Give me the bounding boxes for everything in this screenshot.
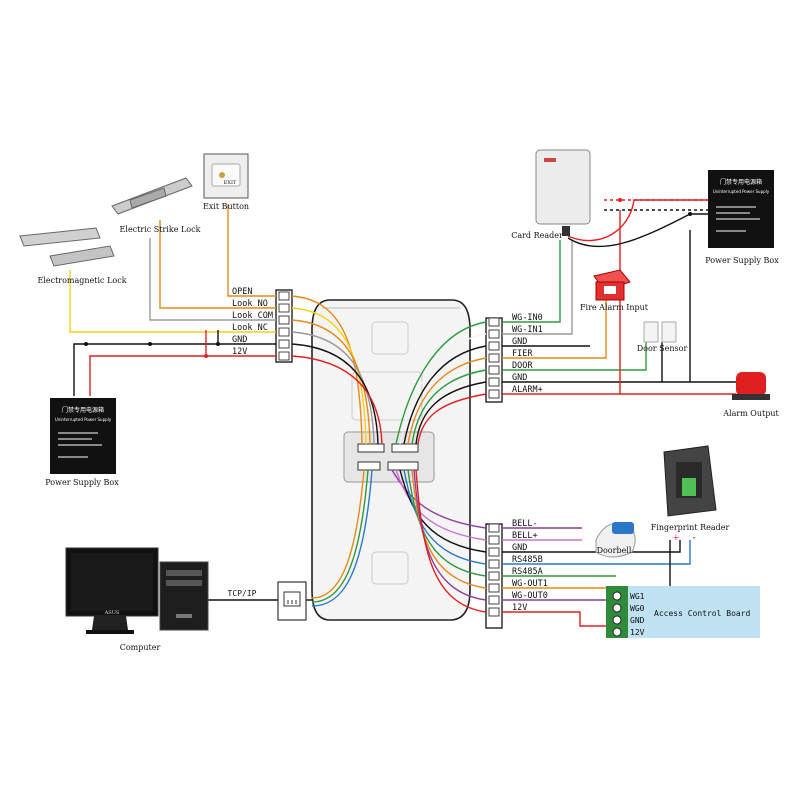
- psu-panel-subtitle: Uninterrupted Power Supply: [55, 417, 112, 422]
- terminal-pin: [488, 607, 500, 617]
- fingerprint-reader-icon: + -: [663, 445, 717, 542]
- terminal-pin: [278, 291, 290, 301]
- board-pin-label: 12V: [630, 628, 645, 637]
- right-bottom-terminal-label: RS485A: [512, 567, 543, 577]
- psu-panel-title: 门禁专用电源箱: [720, 178, 762, 186]
- right-bottom-terminal-label: GND: [512, 543, 527, 553]
- right-top-wiring: [502, 198, 736, 395]
- left-terminal-label: Look NC: [232, 323, 268, 333]
- doorbell-label: Doorbell: [597, 546, 632, 555]
- power-supply-box-right-icon: 门禁专用电源箱 Uninterrupted Power Supply: [708, 170, 774, 248]
- terminal-pin: [488, 535, 500, 545]
- right-top-terminal-label: WG-IN1: [512, 325, 543, 335]
- terminal-pin: [488, 341, 500, 351]
- fire-alarm-icon: [593, 269, 631, 301]
- tcpip-label: TCP/IP: [228, 589, 257, 598]
- network-ribbon-cable: [311, 469, 373, 607]
- left-terminal-block: [275, 289, 293, 363]
- fingerprint-reader-label: Fingerprint Reader: [651, 523, 730, 532]
- terminal-pin: [278, 339, 290, 349]
- right-top-terminal-label: WG-IN0: [512, 313, 543, 323]
- right-top-ribbon-cable: [395, 321, 487, 445]
- door-sensor-label: Door Sensor: [637, 344, 688, 353]
- terminal-pin: [278, 303, 290, 313]
- left-ribbon-cable: [291, 295, 383, 445]
- terminal-pin: [488, 317, 500, 327]
- right-bottom-ribbon-cable: [391, 469, 487, 613]
- fingerprint-plus-mark: +: [673, 533, 680, 542]
- terminal-pin: [488, 547, 500, 557]
- access-controller-body: [311, 299, 471, 621]
- fingerprint-minus-mark: -: [693, 533, 696, 542]
- doorbell-icon: [595, 522, 636, 558]
- computer-label: Computer: [120, 643, 161, 652]
- right-top-terminal-label: DOOR: [512, 361, 533, 371]
- psu-panel-subtitle: Uninterrupted Power Supply: [713, 189, 770, 194]
- board-screw-terminal: [612, 615, 622, 625]
- electromagnetic-lock-label: Electromagnetic Lock: [37, 276, 126, 285]
- terminal-pin: [488, 329, 500, 339]
- terminal-pin: [488, 389, 500, 399]
- right-bottom-terminal-label: 12V: [512, 603, 527, 613]
- left-terminal-labels: OPEN Look NO Look COM Look NC GND 12V: [232, 287, 273, 357]
- right-bottom-terminal-label: WG-OUT1: [512, 579, 548, 589]
- terminal-pin: [488, 595, 500, 605]
- terminal-pin: [278, 351, 290, 361]
- power-supply-box-left-icon: 门禁专用电源箱 Uninterrupted Power Supply: [50, 398, 116, 474]
- board-pin-label: WG0: [630, 604, 645, 613]
- left-terminal-label: Look NO: [232, 299, 268, 309]
- psu-panel-title: 门禁专用电源箱: [62, 406, 104, 414]
- left-wiring: [69, 205, 276, 396]
- fire-alarm-input-label: Fire Alarm Input: [580, 303, 649, 312]
- card-reader-label: Card Reader: [511, 231, 563, 240]
- right-top-terminal-label: ALARM+: [512, 385, 543, 395]
- left-terminal-label: GND: [232, 335, 247, 345]
- power-supply-box-right-label: Power Supply Box: [705, 256, 779, 265]
- board-screw-terminal: [612, 603, 622, 613]
- terminal-pin: [488, 377, 500, 387]
- board-pin-label: WG1: [630, 592, 645, 601]
- access-control-board-label: Access Control Board: [654, 609, 751, 618]
- power-supply-box-left-label: Power Supply Box: [45, 478, 119, 487]
- alarm-siren-icon: [732, 372, 770, 400]
- right-bottom-terminal-label: BELL-: [512, 519, 538, 529]
- board-screw-terminal: [612, 627, 622, 637]
- right-bottom-terminal-label: WG-OUT0: [512, 591, 548, 601]
- terminal-pin: [488, 583, 500, 593]
- computer-icon: [65, 547, 209, 634]
- right-top-terminal-label: GND: [512, 337, 527, 347]
- right-bottom-terminal-label: RS485B: [512, 555, 543, 565]
- electromagnetic-lock-icon: [19, 227, 115, 267]
- left-terminal-label: 12V: [232, 347, 247, 357]
- board-pin-label: GND: [630, 616, 645, 625]
- terminal-pin: [278, 315, 290, 325]
- electric-strike-lock-icon: [111, 177, 193, 215]
- exit-button-text: EXIT: [224, 180, 237, 186]
- card-reader-icon: [535, 149, 591, 236]
- terminal-pin: [488, 571, 500, 581]
- terminal-pin: [488, 523, 500, 533]
- terminal-pin: [488, 365, 500, 375]
- left-terminal-label: Look COM: [232, 311, 273, 321]
- terminal-pin: [488, 353, 500, 363]
- computer-brand-label: ASUS: [104, 610, 120, 616]
- terminal-pin: [278, 327, 290, 337]
- exit-button-icon: [203, 153, 249, 199]
- right-bottom-terminal-label: BELL+: [512, 531, 538, 541]
- right-top-terminal-label: GND: [512, 373, 527, 383]
- terminal-pin: [488, 559, 500, 569]
- network-link: [166, 581, 312, 621]
- alarm-output-label: Alarm Output: [722, 409, 779, 418]
- exit-button-label: Exit Button: [203, 202, 249, 211]
- left-terminal-label: OPEN: [232, 287, 252, 297]
- right-top-terminal-label: FIER: [512, 349, 533, 359]
- board-screw-terminal: [612, 591, 622, 601]
- electric-strike-lock-label: Electric Strike Lock: [120, 225, 201, 234]
- door-sensor-icon: [643, 321, 677, 343]
